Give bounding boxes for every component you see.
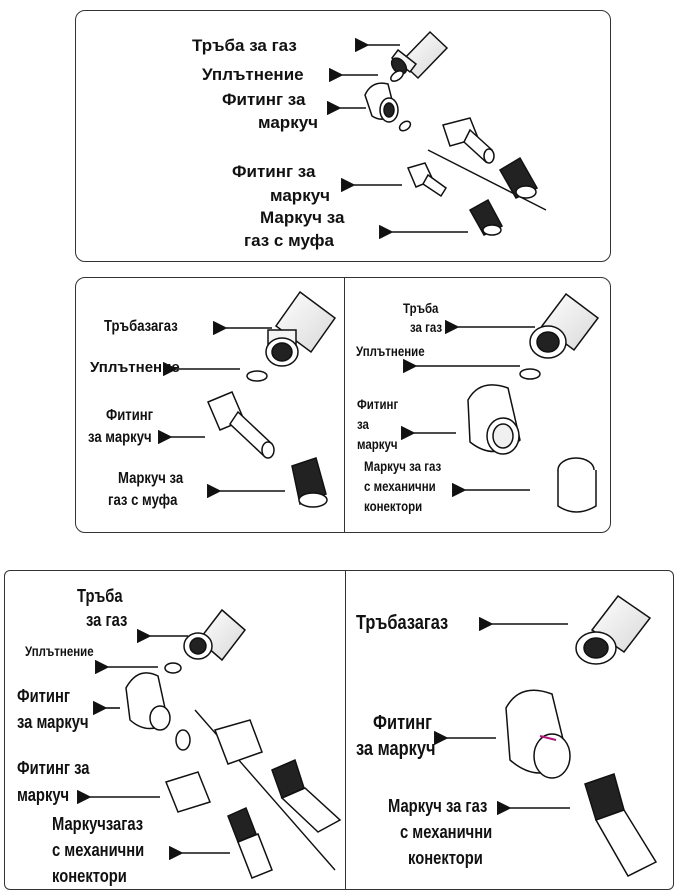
bottom-left-label-fitting-2-line2: маркуч (17, 785, 70, 805)
top-label-hose-line1: Маркуч за (260, 208, 345, 227)
middle-right-label-seal: Уплътнение (356, 343, 425, 359)
bottom-right-label-hose-line1: Маркуч за газ (388, 796, 488, 816)
middle-right-label-fitting-line2: за (357, 416, 369, 432)
panel-middle-divider (344, 278, 345, 532)
bottom-left-label-fitting-1-line2: за маркуч (17, 712, 89, 732)
bottom-right-label-hose-line3: конектори (408, 848, 483, 868)
bottom-right-label-hose-line2: с механични (400, 822, 493, 842)
middle-left-label-fitting-line2: за маркуч (88, 429, 152, 446)
panel-bottom-divider (345, 571, 346, 889)
middle-right-label-pipe-line2: за газ (410, 319, 443, 335)
middle-right-label-fitting-line3: маркуч (357, 436, 398, 452)
bottom-left-label-hose-line3: конектори (52, 866, 127, 886)
bottom-left-label-seal: Уплътнение (25, 643, 94, 659)
middle-left-label-hose-line2: газ с муфа (108, 492, 178, 509)
middle-right-label-hose-line3: конектори (364, 498, 423, 514)
middle-right-label-hose-line1: Маркуч за газ (364, 458, 442, 474)
middle-left-label-pipe: Тръбазагаз (104, 318, 178, 335)
panel-top (75, 10, 611, 262)
bottom-left-label-fitting-1-line1: Фитинг (17, 686, 71, 706)
middle-right-label-pipe-line1: Тръба (403, 300, 439, 316)
bottom-left-label-pipe-line2: за газ (86, 610, 128, 630)
middle-right-label-fitting-line1: Фитинг (357, 396, 399, 412)
bottom-right-label-fitting-line1: Фитинг (373, 712, 432, 734)
middle-right-label-hose-line2: с механични (364, 478, 436, 494)
bottom-right-label-fitting-line2: за маркуч (356, 738, 436, 760)
top-label-fitting-2-line2: маркуч (270, 186, 331, 205)
bottom-left-label-hose-line2: с механични (52, 840, 145, 860)
top-label-hose-line2: газ с муфа (244, 231, 335, 250)
middle-left-label-seal: Уплътнение (90, 359, 180, 376)
middle-left-label-fitting-line1: Фитинг (106, 407, 154, 424)
bottom-left-label-fitting-2-line1: Фитинг за (17, 758, 90, 778)
bottom-left-label-pipe-line1: Тръба (77, 586, 123, 606)
top-label-fitting-2-line1: Фитинг за (232, 162, 316, 181)
top-label-fitting-1-line2: маркуч (258, 113, 319, 132)
middle-left-label-hose-line1: Маркуч за (118, 470, 184, 487)
top-label-pipe: Тръба за газ (192, 36, 297, 55)
top-label-seal: Уплътнение (202, 65, 304, 84)
top-label-fitting-1-line1: Фитинг за (222, 90, 306, 109)
bottom-right-label-pipe: Тръбазагаз (356, 612, 449, 634)
bottom-left-label-hose-line1: Маркучзагаз (52, 814, 144, 834)
